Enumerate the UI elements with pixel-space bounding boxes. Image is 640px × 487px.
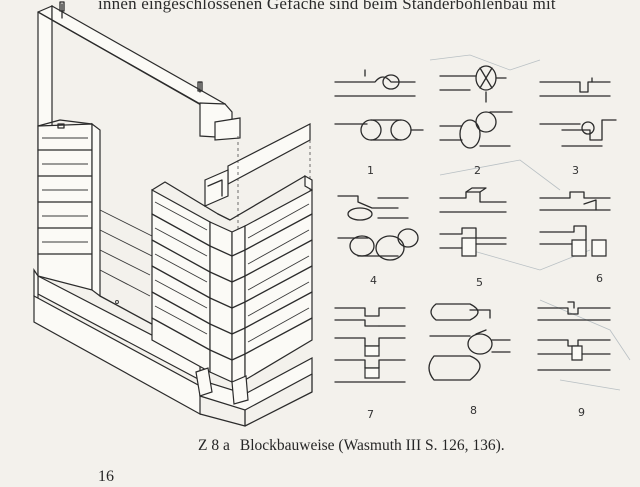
detail-label-9: 9: [578, 406, 585, 419]
joint-detail-5: 5: [439, 187, 507, 289]
joint-detail-3: 3: [539, 77, 617, 177]
joint-detail-7: 7: [334, 307, 406, 421]
detail-label-7: 7: [367, 408, 374, 421]
figure-caption: Z 8 a Blockbauweise (Wasmuth III S. 126, …: [198, 437, 505, 455]
figure-number: Z 8 a: [198, 437, 230, 454]
joint-detail-8: 8: [428, 303, 511, 417]
detail-label-2: 2: [474, 164, 481, 177]
joint-detail-4: 4: [337, 195, 419, 287]
joint-detail-2: 2: [439, 65, 513, 177]
joint-detail-6: 6: [539, 191, 611, 285]
background-sketch: [429, 54, 631, 391]
detail-label-5: 5: [476, 276, 483, 289]
detail-label-6: 6: [596, 272, 603, 285]
detail-label-8: 8: [470, 404, 477, 417]
page-number: 16: [98, 468, 114, 485]
detail-label-1: 1: [367, 164, 374, 177]
caption-text: Blockbauweise (Wasmuth III S. 126, 136).: [239, 437, 505, 454]
detail-label-4: 4: [370, 274, 377, 287]
body-text-line: innen eingeschlossenen Gefache sind beim…: [98, 0, 556, 13]
detail-label-3: 3: [572, 164, 579, 177]
joint-detail-1: 1: [334, 69, 424, 177]
joint-detail-9: 9: [537, 301, 611, 419]
log-corner-drawing: [33, 1, 313, 427]
